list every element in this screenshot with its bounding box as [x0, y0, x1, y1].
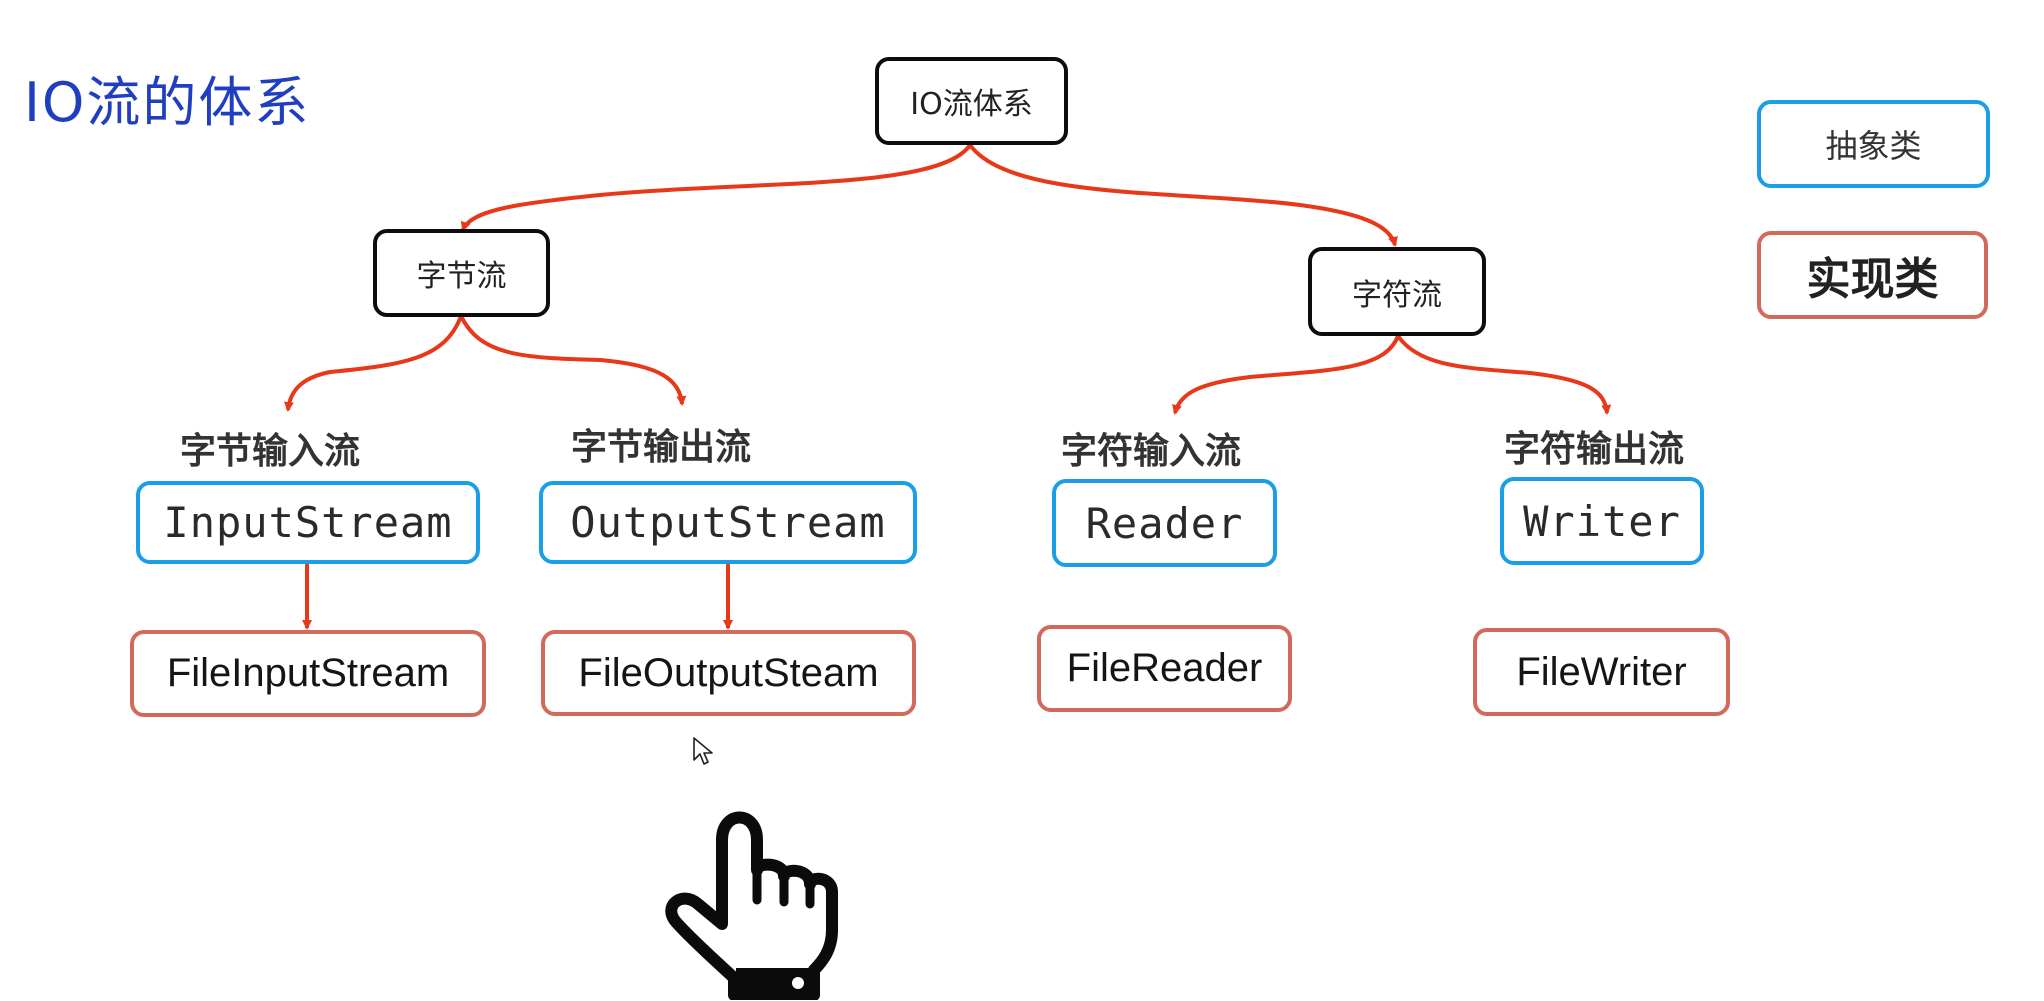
- abstract-writer: Writer: [1500, 477, 1704, 565]
- char-stream-node: 字符流: [1308, 247, 1486, 336]
- label-byte-input: 字节输入流: [180, 431, 361, 472]
- legend-abstract-class: 抽象类: [1757, 100, 1990, 188]
- page-title: IO流的体系: [24, 71, 311, 134]
- label-byte-output: 字节输出流: [571, 427, 752, 468]
- label-char-output: 字符输出流: [1504, 429, 1685, 470]
- label-char-input: 字符输入流: [1061, 431, 1242, 472]
- abstract-reader: Reader: [1052, 479, 1277, 567]
- arrow-root-to-byte: [460, 143, 972, 232]
- impl-fileinputstream: FileInputStream: [130, 630, 486, 717]
- hand-pointing-icon: [665, 811, 838, 1000]
- impl-fileoutputsteam: FileOutputSteam: [541, 630, 916, 716]
- arrow-char-to-output: [1396, 334, 1612, 415]
- arrow-byte-to-input: [283, 315, 463, 412]
- root-node: IO流体系: [875, 57, 1068, 145]
- legend-implementation-class: 实现类: [1757, 231, 1988, 319]
- byte-stream-node: 字节流: [373, 229, 550, 317]
- abstract-inputstream: InputStream: [136, 481, 480, 564]
- impl-filereader: FileReader: [1037, 625, 1292, 712]
- arrow-root-to-char: [968, 143, 1398, 247]
- impl-filewriter: FileWriter: [1473, 628, 1730, 716]
- pointer-cursor-icon: [693, 737, 713, 765]
- arrow-char-to-input: [1172, 335, 1400, 415]
- arrow-byte-to-output: [459, 315, 687, 406]
- abstract-outputstream: OutputStream: [539, 481, 917, 564]
